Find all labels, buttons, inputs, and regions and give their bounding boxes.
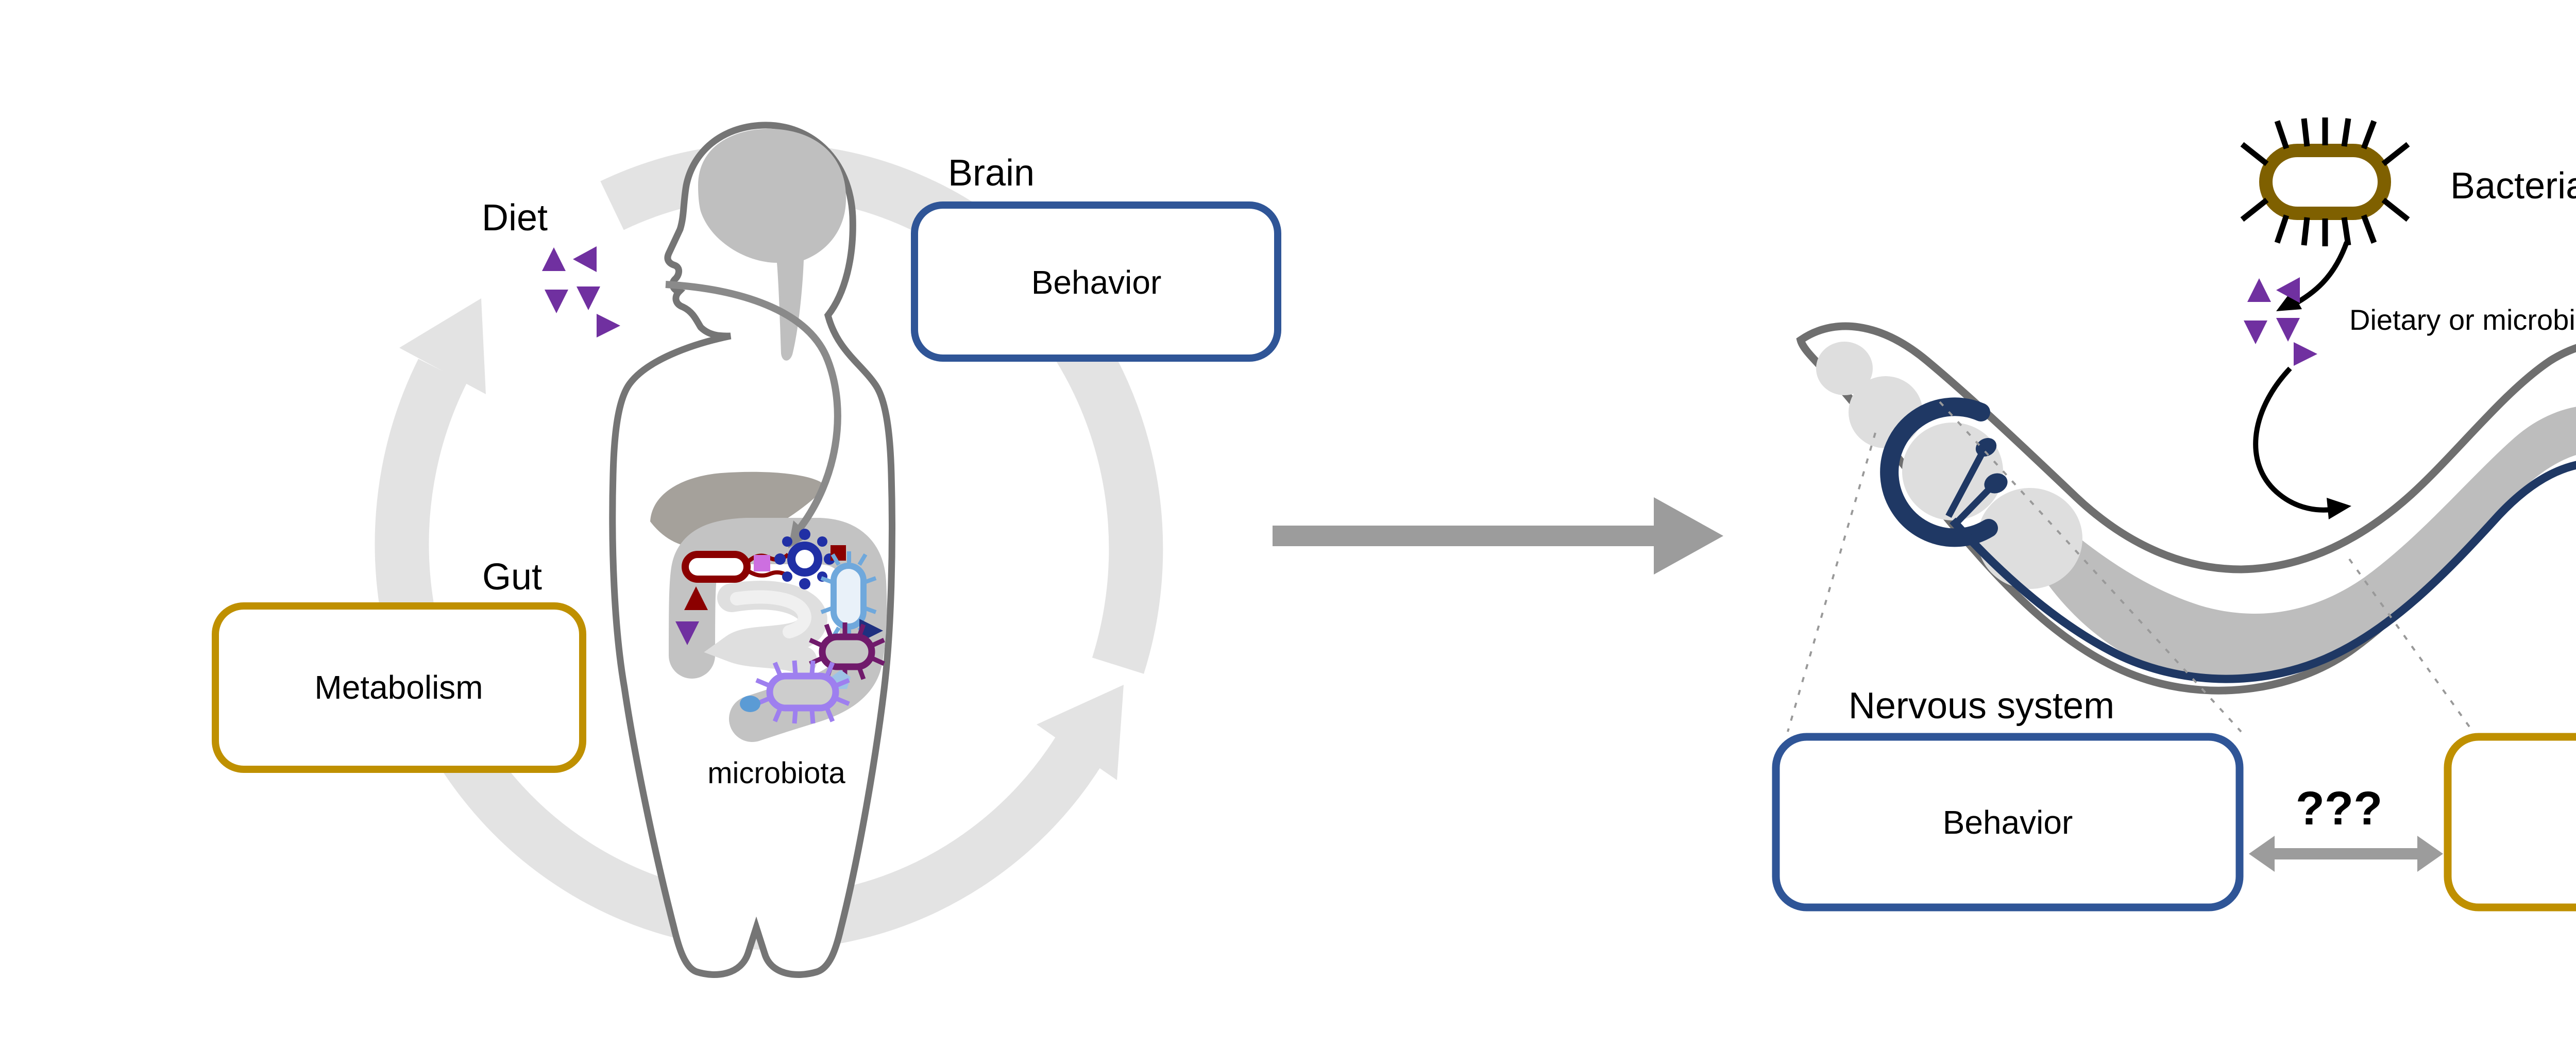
intestine-metabolism-box: Metabolism: [2444, 733, 2576, 912]
microbiota-icons: [675, 529, 885, 724]
arrow-bacterium-to-factors: [2291, 241, 2349, 308]
gut-metabolism-box: Metabolism: [212, 602, 586, 773]
liver-icon: [650, 471, 823, 548]
brain-label: Brain: [948, 153, 1035, 194]
microbe-blue-dot-icon: [740, 696, 760, 712]
worm-ventral-cord-icon: [1950, 461, 2576, 683]
microbe-virus-icon: [774, 529, 835, 589]
nervous-system-label: Nervous system: [1849, 685, 2114, 727]
factors-label: Dietary or microbial factors: [2349, 303, 2576, 336]
microbe-flagellum-icon: [747, 569, 790, 578]
gut-box-label: Metabolism: [314, 669, 483, 706]
cycle-arrowhead-upper-left-icon: [399, 298, 486, 394]
microbe-purple-triangle-icon: [675, 621, 699, 645]
microbe-plum-rod-icon: [809, 622, 885, 681]
microbe-red-rod-icon: [682, 551, 751, 583]
worm-intestine-icon: [2026, 407, 2576, 681]
diet-label: Diet: [482, 197, 548, 239]
microbe-lavender-rod-icon: [755, 660, 850, 724]
worm-figure: [1796, 322, 2576, 695]
bacterium-icon: [2240, 117, 2410, 246]
leader-lines: [1787, 401, 2474, 733]
arrow-bacterium-to-factors-head-icon: [2276, 291, 2302, 311]
small-intestine-highlight: [730, 590, 811, 638]
arrow-factors-to-intestine-head-icon: [2327, 498, 2351, 519]
factor-particles-icon: [2244, 277, 2317, 366]
microbe-orchid-square-icon: [754, 555, 770, 571]
nervous-behavior-box: Behavior: [1772, 733, 2244, 912]
microbiota-label: microbiota: [707, 756, 845, 790]
human-figure: microbiota: [609, 122, 895, 978]
transition-arrow-icon: [1273, 497, 1723, 575]
esophagus-line: [665, 281, 841, 531]
intestine-label: Intestine: [2575, 685, 2576, 727]
double-arrow-icon: [2249, 836, 2443, 872]
nervous-box-label: Behavior: [1943, 804, 2073, 841]
unknown-link-label: ???: [2296, 782, 2383, 835]
diet-particles-icon: [542, 246, 620, 338]
cycle-arc-bottom-left: [375, 359, 1103, 950]
bacterial-diets-label: Bacterial Diets: [2450, 165, 2576, 207]
brain-box-label: Behavior: [1031, 264, 1162, 301]
gut-label: Gut: [482, 556, 542, 598]
leader-line-nervous-left: [1787, 432, 1876, 732]
cycle-arrowhead-lower-right-icon: [1037, 685, 1124, 780]
worm-nervous-system-icon: [1880, 397, 2576, 683]
microbe-red-triangle-icon: [684, 586, 708, 610]
brain-icon: [698, 128, 846, 361]
arrow-factors-to-intestine: [2253, 366, 2335, 513]
brain-behavior-box: Behavior: [911, 201, 1281, 362]
leader-line-intestine-left: [2348, 558, 2474, 733]
